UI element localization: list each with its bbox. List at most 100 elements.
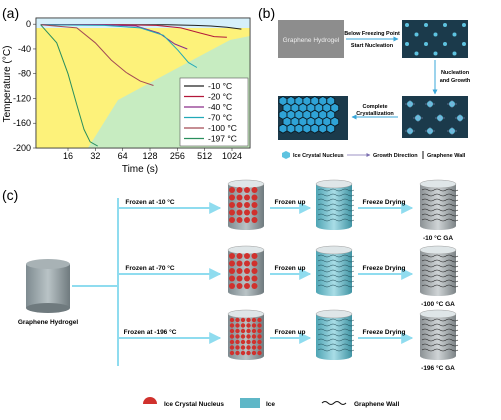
hydrogel-box [278, 20, 344, 58]
nucleus-dot [251, 268, 258, 274]
nucleus-dot [246, 350, 251, 356]
nucleus-dot [229, 317, 235, 323]
nucleus-dot [452, 32, 457, 37]
step3-line1: Complete [362, 104, 387, 110]
nucleus-dot [229, 217, 235, 223]
nucleus-dot [229, 323, 235, 328]
nucleus-dot [229, 345, 235, 350]
legend-entry: -40 °C [208, 102, 232, 112]
nucleus-dot [433, 32, 438, 37]
nucleus-dot [244, 209, 250, 216]
x-tick-label: 1024 [222, 151, 242, 161]
nucleus-dot [229, 275, 235, 282]
nucleus-dot [244, 253, 250, 259]
nucleus-legend-c-icon [143, 397, 157, 404]
nucleus-dot [235, 345, 240, 350]
series-line-1 [40, 24, 227, 38]
nucleus-cylinder [227, 309, 265, 360]
nucleus-dot [240, 328, 246, 334]
panel-b-label: (b) [258, 5, 275, 21]
honeycomb-cell [310, 123, 320, 134]
nucleus-dot [236, 217, 243, 223]
nucleus-dot [229, 194, 235, 201]
freeze-drying-label: Freeze Drying [363, 265, 406, 272]
nucleus-dot [251, 339, 257, 345]
nucleus-dot [257, 350, 262, 356]
ice-cylinder [315, 245, 355, 296]
nucleus-dot [251, 345, 257, 350]
nucleus-dot [424, 23, 428, 27]
nucleus-dot [251, 328, 257, 334]
nucleus-dot [235, 334, 240, 339]
ice-cylinder [315, 179, 355, 230]
nucleus-dot [229, 187, 235, 193]
nucleus-dot [236, 187, 243, 193]
nucleus-dot [229, 283, 235, 289]
nucleus-dot [251, 350, 257, 356]
nucleus-dot [246, 339, 251, 345]
growth-nuclei [405, 100, 465, 135]
x-tick-label: 128 [142, 151, 157, 161]
nucleus-dot [229, 350, 235, 356]
nucleus-dot [229, 334, 235, 339]
nucleus-dot [229, 260, 235, 267]
aerogel-label: -196 °C GA [421, 364, 455, 372]
nucleus-dot [240, 317, 246, 323]
x-tick-label: 16 [63, 151, 73, 161]
freeze-drying-label: Freeze Drying [363, 329, 406, 336]
nucleus-dot [240, 323, 246, 328]
honeycomb-cell [286, 123, 296, 134]
nucleus-dot [244, 268, 250, 274]
legend-c-ice: Ice [266, 401, 275, 408]
panel-c-label: (c) [2, 187, 18, 203]
nucleus-dot [257, 339, 262, 345]
legend-c-wall: Graphene Wall [354, 401, 399, 408]
legend-c-nucleus: Ice Crystal Nucleus [164, 401, 224, 408]
legend-b-growth: Growth Direction [373, 153, 418, 159]
step1-line1: Below Freezing Point [344, 31, 400, 37]
nucleus-dot [246, 317, 251, 323]
nucleus-dot [251, 217, 258, 223]
ice-legend-icon [240, 398, 260, 408]
nucleus-dot [229, 253, 235, 259]
nucleus-dot [244, 194, 250, 201]
nucleus-dot [240, 350, 246, 356]
nucleus-dot [443, 42, 447, 46]
nucleus-dot [414, 51, 419, 56]
nucleus-dot [236, 209, 243, 216]
nucleus-dot [251, 334, 257, 339]
aerogel-label: -10 °C GA [423, 234, 453, 242]
nucleus-dot [235, 328, 240, 334]
nucleus-dot [246, 345, 251, 350]
hydrogel-box-label: Graphene Hydrogel [283, 37, 340, 44]
series-layer [40, 24, 242, 147]
nucleus-dot [405, 42, 409, 46]
nucleus-dot [229, 202, 235, 208]
nucleus-dot [251, 187, 258, 193]
honeycomb-cell [294, 123, 304, 134]
freeze-label: Frozen at -70 °C [125, 264, 174, 272]
ice-cylinder [315, 309, 355, 360]
start-label: Graphene Hydrogel [18, 319, 79, 326]
wall-legend-c-icon [321, 401, 347, 405]
step2-line1: Nucleation [441, 70, 470, 76]
nucleus-dot [251, 202, 258, 208]
nucleus-dot [246, 328, 251, 334]
nucleus-dot [229, 209, 235, 216]
frozen-up-label: Frozen up [274, 199, 305, 206]
legend-entry: -70 °C [208, 113, 232, 123]
nucleus-dot [251, 260, 258, 267]
nucleus-dot [257, 328, 262, 334]
nucleus-dot [236, 260, 243, 267]
nucleus-dot [235, 339, 240, 345]
nucleus-dot [443, 23, 447, 27]
nucleus-dot [236, 202, 243, 208]
y-axis-label: Temperature (°C) [2, 46, 13, 123]
legend-entry: -100 °C [208, 123, 237, 133]
honeycomb-cell [318, 123, 328, 134]
y-tick-label: 0 [26, 19, 31, 29]
x-tick-label: 256 [170, 151, 185, 161]
nucleus-dot [244, 187, 250, 193]
